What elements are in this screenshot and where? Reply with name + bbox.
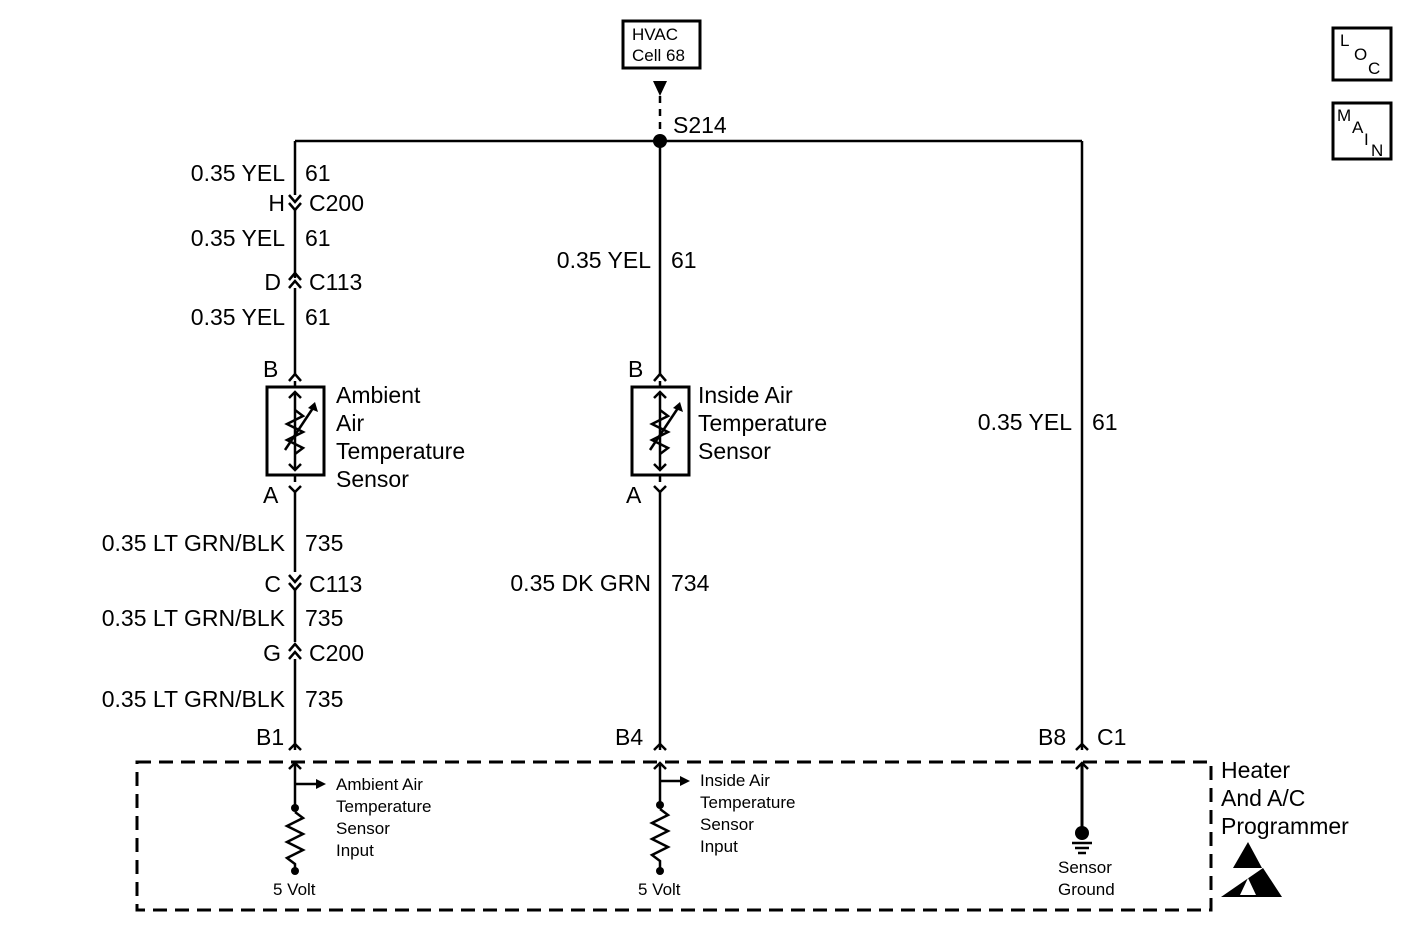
arrow-right-icon xyxy=(680,776,690,786)
sensor-name-line: Sensor xyxy=(336,466,409,492)
ground-label-line: Ground xyxy=(1058,880,1115,899)
ambient-air-temperature-sensor[interactable] xyxy=(265,385,326,477)
module-name-line: Programmer xyxy=(1221,813,1349,839)
connector-pin-label: H xyxy=(268,190,285,216)
circuit-number-label: 61 xyxy=(1092,409,1118,435)
right-branch: 0.35 YEL 61 B8 C1 xyxy=(978,141,1126,751)
loc-letter-l: L xyxy=(1340,31,1349,50)
left-branch: 0.35 YEL 61 H C200 0.35 YEL 61 D C113 0.… xyxy=(102,141,465,751)
connector-name-label: C200 xyxy=(309,640,364,666)
thermistor-icon xyxy=(284,409,306,455)
connector-name-label: C113 xyxy=(309,571,362,597)
input-label-line: Input xyxy=(700,837,738,856)
sensor-name-line: Air xyxy=(336,410,364,436)
splice-label: S214 xyxy=(673,112,727,138)
main-letter-n: N xyxy=(1371,141,1383,160)
module-pin-label: B8 xyxy=(1038,724,1066,750)
thermistor-icon xyxy=(649,409,671,455)
circuit-number-label: 61 xyxy=(305,160,331,186)
circuit-number-label: 735 xyxy=(305,530,343,556)
sensor-pin-b-label: B xyxy=(263,356,278,382)
input-label-line: Temperature xyxy=(336,797,431,816)
circuit-number-label: 735 xyxy=(305,686,343,712)
module-name-line: Heater xyxy=(1221,757,1290,783)
ground-label-line: Sensor xyxy=(1058,858,1112,877)
input-label-line: Ambient Air xyxy=(336,775,423,794)
sensor-pin-a-label: A xyxy=(263,482,279,508)
main-letter-m: M xyxy=(1337,106,1351,125)
esd-warning-icon xyxy=(1221,842,1282,897)
wire-color-label: 0.35 YEL xyxy=(191,304,285,330)
sensor-name-line: Inside Air xyxy=(698,382,793,408)
main-letter-a: A xyxy=(1352,118,1364,137)
sensor-pin-a-label: A xyxy=(626,482,642,508)
loc-letter-o: O xyxy=(1354,45,1367,64)
main-button[interactable]: M A I N xyxy=(1331,101,1393,161)
hvac-cell-reference[interactable]: HVAC Cell 68 xyxy=(621,19,702,70)
circuit-number-label: 61 xyxy=(305,225,331,251)
connector-name-label: C200 xyxy=(309,190,364,216)
heater-ac-programmer-module[interactable] xyxy=(135,760,1213,912)
five-volt-label: 5 Volt xyxy=(638,880,681,899)
sensor-name-line: Sensor xyxy=(698,438,771,464)
wire-color-label: 0.35 LT GRN/BLK xyxy=(102,530,286,556)
sensor-ground-circuit xyxy=(1072,761,1092,855)
wire-color-label: 0.35 YEL xyxy=(978,409,1072,435)
wire-color-label: 0.35 LT GRN/BLK xyxy=(102,686,286,712)
input-label-line: Sensor xyxy=(700,815,754,834)
wire-color-label: 0.35 YEL xyxy=(191,160,285,186)
main-letter-i: I xyxy=(1364,130,1369,149)
connector-name-label: C113 xyxy=(309,269,362,295)
wire-color-label: 0.35 YEL xyxy=(557,247,651,273)
pullup-resistor-icon xyxy=(649,808,671,869)
sensor-name-line: Temperature xyxy=(336,438,465,464)
wire-color-label: 0.35 LT GRN/BLK xyxy=(102,605,286,631)
sensor-name-line: Ambient xyxy=(336,382,421,408)
hvac-ref-line1: HVAC xyxy=(632,25,678,44)
module-name-line: And A/C xyxy=(1221,785,1305,811)
circuit-number-label: 735 xyxy=(305,605,343,631)
circuit-number-label: 61 xyxy=(671,247,697,273)
module-pin-label: B1 xyxy=(256,724,284,750)
pullup-resistor-icon xyxy=(284,811,306,870)
input-label-line: Input xyxy=(336,841,374,860)
wire-color-label: 0.35 DK GRN xyxy=(510,570,651,596)
sensor-name-line: Temperature xyxy=(698,410,827,436)
middle-branch: 0.35 YEL 61 B Inside Air Temperature Sen… xyxy=(510,141,827,751)
five-volt-label: 5 Volt xyxy=(273,880,316,899)
circuit-number-label: 734 xyxy=(671,570,710,596)
inside-input-circuit xyxy=(649,761,690,875)
loc-letter-c: C xyxy=(1368,59,1380,78)
module-pin-label: B4 xyxy=(615,724,643,750)
wire-color-label: 0.35 YEL xyxy=(191,225,285,251)
inside-air-temperature-sensor[interactable] xyxy=(630,385,691,477)
hvac-ref-line2: Cell 68 xyxy=(632,46,685,65)
sensor-pin-b-label: B xyxy=(628,356,643,382)
ambient-input-circuit xyxy=(284,761,326,875)
connector-pin-label: C xyxy=(264,571,281,597)
arrow-right-icon xyxy=(316,779,326,789)
circuit-number-label: 61 xyxy=(305,304,331,330)
input-label-line: Inside Air xyxy=(700,771,770,790)
module-connector-label: C1 xyxy=(1097,724,1126,750)
loc-button[interactable]: L O C xyxy=(1331,26,1393,82)
connector-pin-label: D xyxy=(264,269,281,295)
arrow-down-icon xyxy=(653,81,667,96)
connector-pin-label: G xyxy=(263,640,281,666)
input-label-line: Sensor xyxy=(336,819,390,838)
input-label-line: Temperature xyxy=(700,793,795,812)
